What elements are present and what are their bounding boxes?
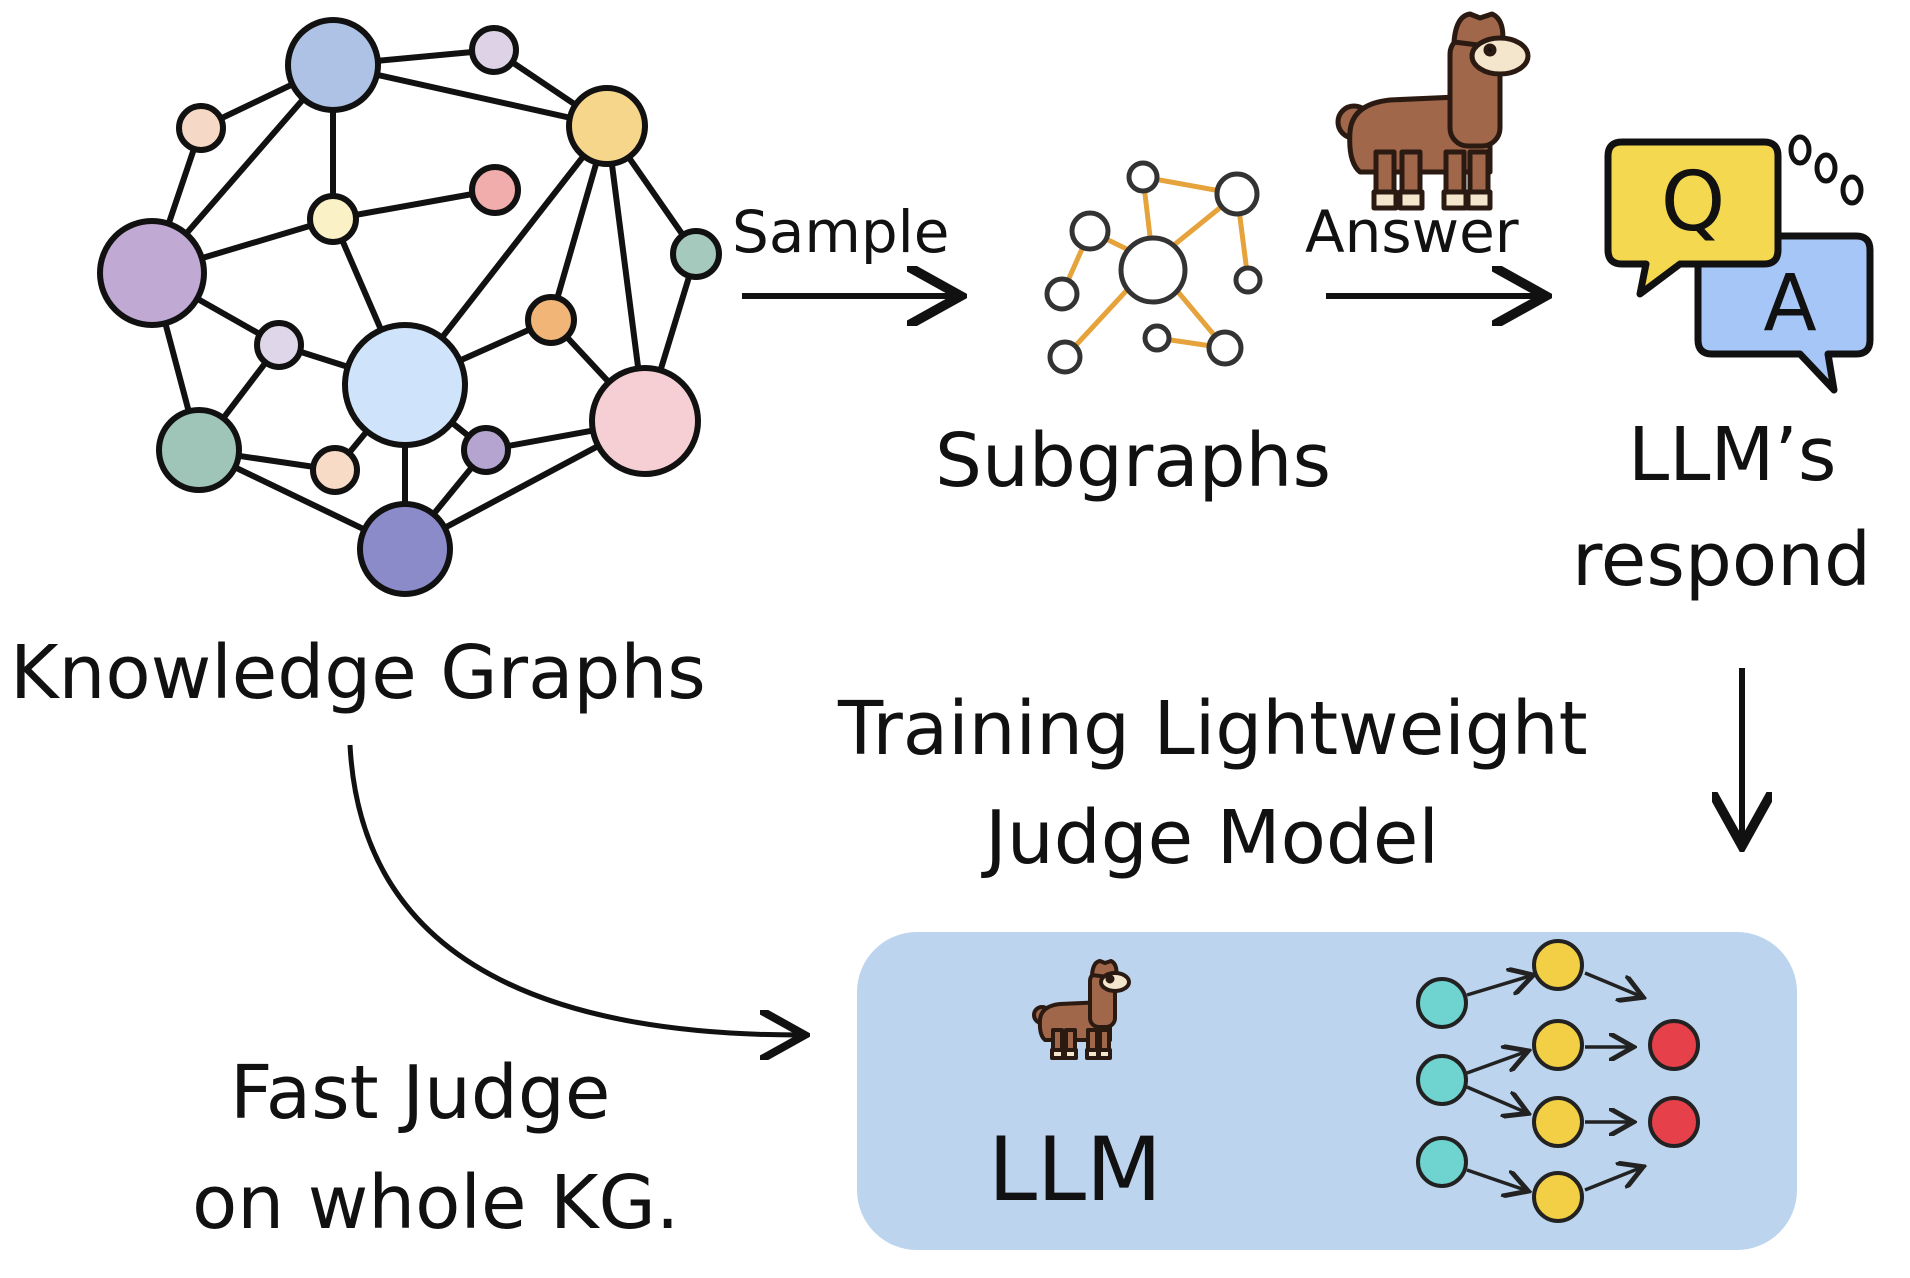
thought-dots <box>1788 134 1864 206</box>
network-hidden-node <box>1532 1096 1584 1148</box>
kg-node <box>670 228 722 280</box>
fast-judge-curve-arrow <box>347 744 800 1035</box>
kg-node <box>156 407 242 493</box>
kg-node <box>525 294 577 346</box>
fast-judge-label-line1: Fast Judge <box>230 1050 611 1136</box>
network-output-node <box>1648 1019 1700 1071</box>
subgraph-node <box>1206 329 1244 367</box>
knowledge-graph-icon <box>97 17 722 597</box>
llm-label: LLM <box>988 1118 1162 1221</box>
kg-node <box>342 322 468 448</box>
kg-node <box>566 85 648 167</box>
answer-label: Answer <box>1305 198 1519 266</box>
training-label-line1: Training Lightweight <box>838 686 1588 772</box>
llama-icon <box>1032 959 1131 1060</box>
question-bubble <box>1604 138 1782 298</box>
llama-icon <box>1335 11 1531 211</box>
network-input-node <box>1416 1054 1468 1106</box>
kg-node <box>254 320 304 370</box>
subgraph-node <box>1047 339 1083 375</box>
network-output-node <box>1648 1096 1700 1148</box>
subgraph-node <box>1118 235 1188 305</box>
training-label-line2: Judge Model <box>985 795 1439 881</box>
answer-letter: A <box>1763 259 1816 349</box>
llm-respond-label-line2: respond <box>1572 517 1871 603</box>
subgraph-node <box>1069 210 1111 252</box>
neural-network-icon <box>1416 939 1700 1223</box>
kg-node <box>589 365 701 477</box>
network-hidden-node <box>1532 1171 1584 1223</box>
kg-node <box>357 501 453 597</box>
subgraphs-label: Subgraphs <box>935 418 1332 504</box>
subgraph-node <box>1214 171 1260 217</box>
network-hidden-node <box>1532 1019 1584 1071</box>
network-hidden-node <box>1532 939 1584 991</box>
kg-node <box>97 218 207 328</box>
question-letter: Q <box>1661 155 1726 250</box>
subgraph-node <box>1044 276 1080 312</box>
network-input-node <box>1416 1136 1468 1188</box>
subgraph-node <box>1142 323 1172 353</box>
sample-label: Sample <box>732 198 950 266</box>
llm-respond-label-line1: LLM’s <box>1628 412 1837 498</box>
kg-node <box>469 164 521 216</box>
network-input-node <box>1416 977 1468 1029</box>
qa-bubbles-icon: Q A <box>1604 134 1874 394</box>
subgraph-icon <box>1044 160 1263 375</box>
kg-node <box>469 25 519 75</box>
fast-judge-label-line2: on whole KG. <box>192 1160 680 1246</box>
kg-node <box>461 425 511 475</box>
subgraph-node <box>1233 265 1263 295</box>
kg-node <box>310 445 360 495</box>
kg-node <box>176 103 226 153</box>
subgraph-node <box>1126 160 1160 194</box>
kg-node <box>307 193 359 245</box>
kg-node <box>285 17 381 113</box>
knowledge-graphs-label: Knowledge Graphs <box>10 630 706 716</box>
